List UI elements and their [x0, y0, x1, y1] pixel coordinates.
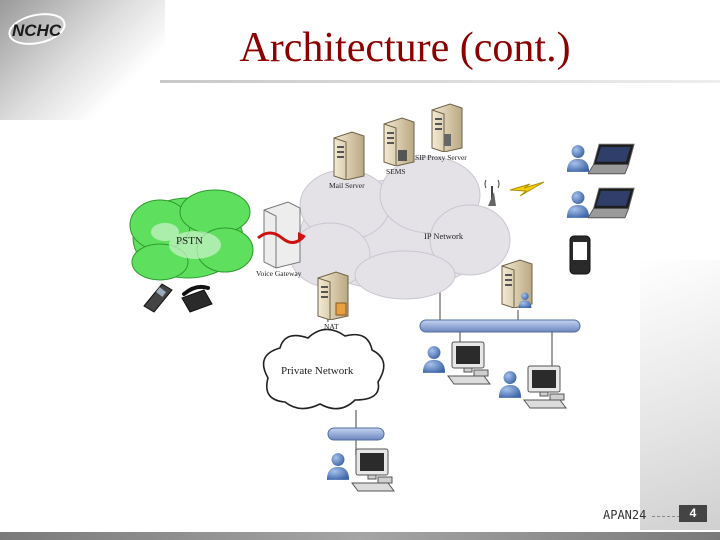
mail-server-label: Mail Server: [329, 181, 365, 190]
footer-label: APAN24: [603, 508, 647, 522]
slide-title: Architecture (cont.): [239, 25, 571, 71]
nat-label: NAT: [324, 322, 339, 331]
bottom-bar: [0, 532, 720, 540]
lan-bus: [419, 319, 581, 333]
pda-icon: [569, 235, 591, 275]
desktop-computer-icon: [523, 365, 567, 409]
sip-proxy-label: SIP Proxy Server: [415, 153, 467, 162]
page-number: 4: [679, 505, 707, 522]
ip-network-cloud: [289, 156, 511, 300]
private-user-icon: [326, 453, 350, 480]
desktop-user-icon: [498, 371, 522, 398]
pstn-label: PSTN: [176, 235, 203, 247]
nat-lock-icon: [335, 302, 347, 316]
wireless-antenna-icon: [484, 179, 500, 206]
corner-decoration: [640, 260, 720, 530]
laptop-icon: [588, 143, 635, 175]
nchc-logo: NCHC: [8, 13, 66, 45]
sems-label: SEMS: [386, 167, 406, 176]
voice-gateway-label: Voice Gateway: [256, 269, 302, 278]
sip-phone-icon: [444, 134, 451, 146]
voice-gateway-icon: [257, 201, 306, 269]
wireless-user-icon: [566, 145, 590, 172]
ip-network-label: IP Network: [424, 231, 464, 241]
private-lan-bus: [327, 427, 385, 441]
mail-server-icon: [333, 131, 365, 180]
laptop-icon: [588, 187, 635, 219]
title-divider: [160, 80, 720, 83]
footer-divider: [652, 516, 680, 517]
desk-phone-icon: [181, 284, 213, 313]
desktop-computer-icon: [447, 341, 491, 385]
wireless-signal-bolt: [509, 181, 545, 197]
lan-server-icon: [501, 259, 533, 308]
private-desktop-icon: [351, 448, 395, 492]
mobile-phone-icon: [143, 283, 173, 313]
private-network-cloud: [262, 328, 385, 410]
logo-text: NCHC: [12, 21, 62, 40]
logo-background: NCHC: [0, 0, 165, 120]
private-network-label: Private Network: [281, 365, 354, 377]
wireless-user-icon: [566, 191, 590, 218]
architecture-diagram: SIP Proxy Server SEMS Mail Server IP Net…: [129, 103, 635, 492]
sems-phone-icon: [398, 150, 407, 161]
desktop-user-icon: [422, 346, 446, 373]
